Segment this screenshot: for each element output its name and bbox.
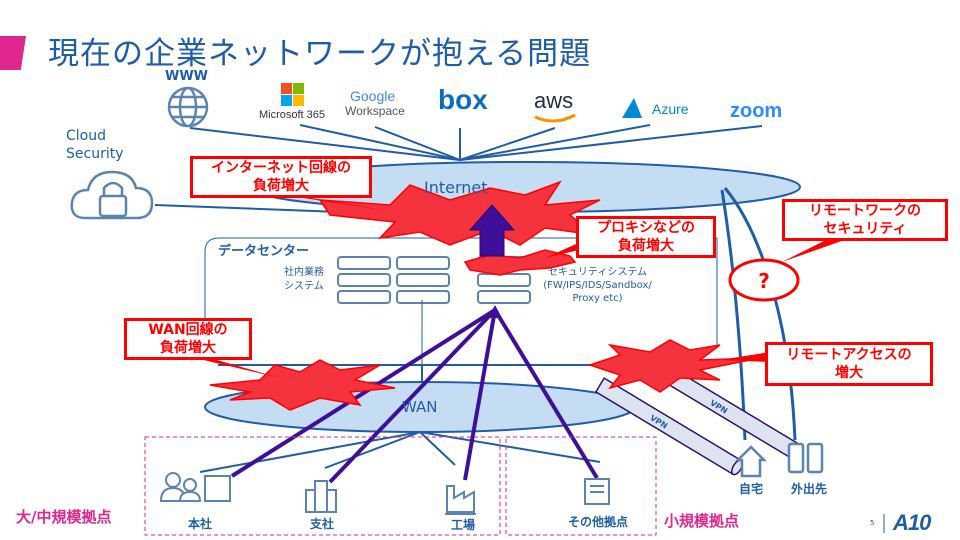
google-workspace-label: Workspace [345,104,405,118]
large-site-category: 大/中規模拠点 [16,508,112,526]
proxy-load-callout: プロキシなどの 負荷増大 [576,216,716,258]
hq-icon [159,472,231,502]
microsoft-365-label: Microsoft 365 [259,109,326,121]
server-icon [337,256,391,270]
large-site-group [144,436,501,536]
microsoft-365-logo [281,83,304,106]
remote-security-callout: リモートワークの セキュリティ [782,199,948,241]
branch-building-icon [305,480,337,513]
server-icon [477,290,531,304]
wan-label: WAN [402,398,438,416]
backhaul-lines [230,308,599,484]
server-icon [477,273,531,287]
small-site-group [505,436,657,536]
office-icon [584,478,610,505]
zoom-logo: zoom [730,100,783,122]
google-logo: Google [350,88,396,104]
load-bursts [209,180,761,411]
question-mark: ? [758,269,770,293]
internet-load-callout: インターネット回線の 負荷増大 [190,156,372,198]
wan-site-links [199,431,601,473]
cloud-service-links [154,124,763,213]
remote-access-callout: リモートアクセスの 増大 [765,342,933,386]
home-icon [734,445,768,478]
server-icon [396,256,450,270]
server-icon [396,273,450,287]
azure-logo: Azure [652,101,689,117]
cloud-lock-icon [70,170,154,220]
aws-logo: aws [534,88,574,113]
wan-load-callout: WAN回線の 負荷増大 [124,318,252,360]
cloud-security-label: Cloud Security [66,128,124,162]
upward-arrow [468,204,516,257]
question-bubble [728,258,800,302]
box-logo: box [438,84,488,115]
datacenter-box [204,237,718,345]
factory-label: 工場 [450,518,475,532]
hq-label: 本社 [187,517,212,531]
other-site-label: その他拠点 [567,515,628,529]
www-label: WWW [165,69,209,84]
server-icon [396,290,450,304]
smartphone-icons [787,442,824,474]
callout-pointer [782,238,850,262]
a10-logo: A10 [893,510,931,535]
azure-icon [622,98,642,118]
factory-icon [445,485,476,515]
small-site-category: 小規模拠点 [664,512,740,530]
globe-icon [167,86,209,128]
server-icon [337,273,391,287]
page-number: 5 [870,519,875,527]
internet-label: Internet [424,178,488,197]
datacenter-label: データセンター [218,244,310,259]
home-label: 自宅 [738,482,763,496]
mobile-label: 外出先 [790,482,827,496]
page-title: 現在の企業ネットワークが抱える問題 [48,36,592,72]
security-system-label: セキュリティシステム (FW/IPS/IDS/Sandbox/ Proxy et… [543,267,652,304]
aws-smile-icon [534,113,576,123]
server-icon [337,290,391,304]
backhaul-arrowhead [488,305,502,318]
wan-burst [209,359,396,411]
branch-label: 支社 [309,517,334,531]
business-system-label: 社内業務 システム [284,267,324,292]
